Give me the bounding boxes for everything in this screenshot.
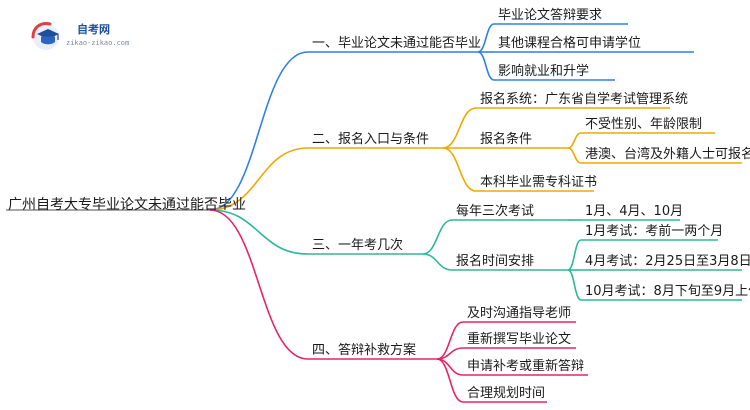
subtopic: 报名条件 — [480, 131, 532, 147]
detail-topic: 1月、4月、10月 — [585, 204, 683, 219]
subtopic: 其他课程合格可申请学位 — [498, 35, 641, 51]
branch-topic: 二、报名入口与条件 — [312, 131, 429, 147]
subtopic: 合理规划时间 — [467, 386, 545, 401]
subtopic-connector — [477, 23, 495, 53]
subtopic: 及时沟通指导老师 — [467, 306, 571, 321]
root-topic: 广州自考大专毕业论文未通过能否毕业 — [8, 197, 246, 213]
detail-topic: 不受性别、年龄限制 — [585, 117, 702, 132]
subtopic: 每年三次考试 — [456, 203, 534, 219]
subtopic-connector — [436, 358, 464, 403]
branch-topic: 一、毕业论文未通过能否毕业 — [312, 36, 481, 51]
subtopic-connector — [422, 219, 453, 255]
detail-topic: 10月考试：8月下旬至9月上旬 — [585, 284, 750, 299]
branch-topic: 四、答辩补救方案 — [312, 342, 416, 358]
branch-connector — [209, 147, 309, 211]
subtopic: 重新撰写毕业论文 — [467, 331, 571, 347]
subtopic: 影响就业和升学 — [498, 63, 589, 79]
subtopic-connector — [442, 147, 477, 192]
branch-topic: 三、一年考几次 — [312, 237, 403, 253]
detail-topic: 1月考试：考前一两个月 — [585, 223, 723, 239]
detail-connector — [567, 132, 582, 149]
connector-lines — [6, 23, 742, 403]
subtopic: 申请补考或重新答辩 — [467, 358, 584, 374]
subtopic: 本科毕业需专科证书 — [480, 175, 597, 190]
logo-url: zikao-zikao.com — [66, 39, 129, 47]
detail-connector — [567, 147, 582, 164]
logo-title: 自考网 — [77, 22, 110, 36]
detail-connector — [567, 269, 582, 301]
detail-topic: 港澳、台湾及外籍人士可报名 — [585, 146, 750, 162]
subtopic-connector — [477, 51, 495, 81]
detail-topic: 4月考试：2月25日至3月8日 — [585, 254, 750, 269]
site-logo: 自考网 zikao-zikao.com — [31, 22, 129, 50]
detail-connector — [567, 239, 582, 271]
subtopic: 报名系统：广东省自学考试管理系统 — [480, 91, 688, 107]
subtopic: 毕业论文答辩要求 — [498, 7, 602, 23]
branch-connector — [209, 51, 309, 211]
branch-connector — [209, 209, 309, 360]
nodes: 广州自考大专毕业论文未通过能否毕业 一、毕业论文未通过能否毕业 毕业论文答辩要求其… — [8, 7, 750, 401]
subtopic-connector — [442, 107, 477, 149]
graduation-cap-icon — [31, 22, 59, 50]
subtopic: 报名时间安排 — [456, 253, 534, 269]
branch-connector — [209, 209, 309, 255]
subtopic-connector — [422, 253, 453, 271]
